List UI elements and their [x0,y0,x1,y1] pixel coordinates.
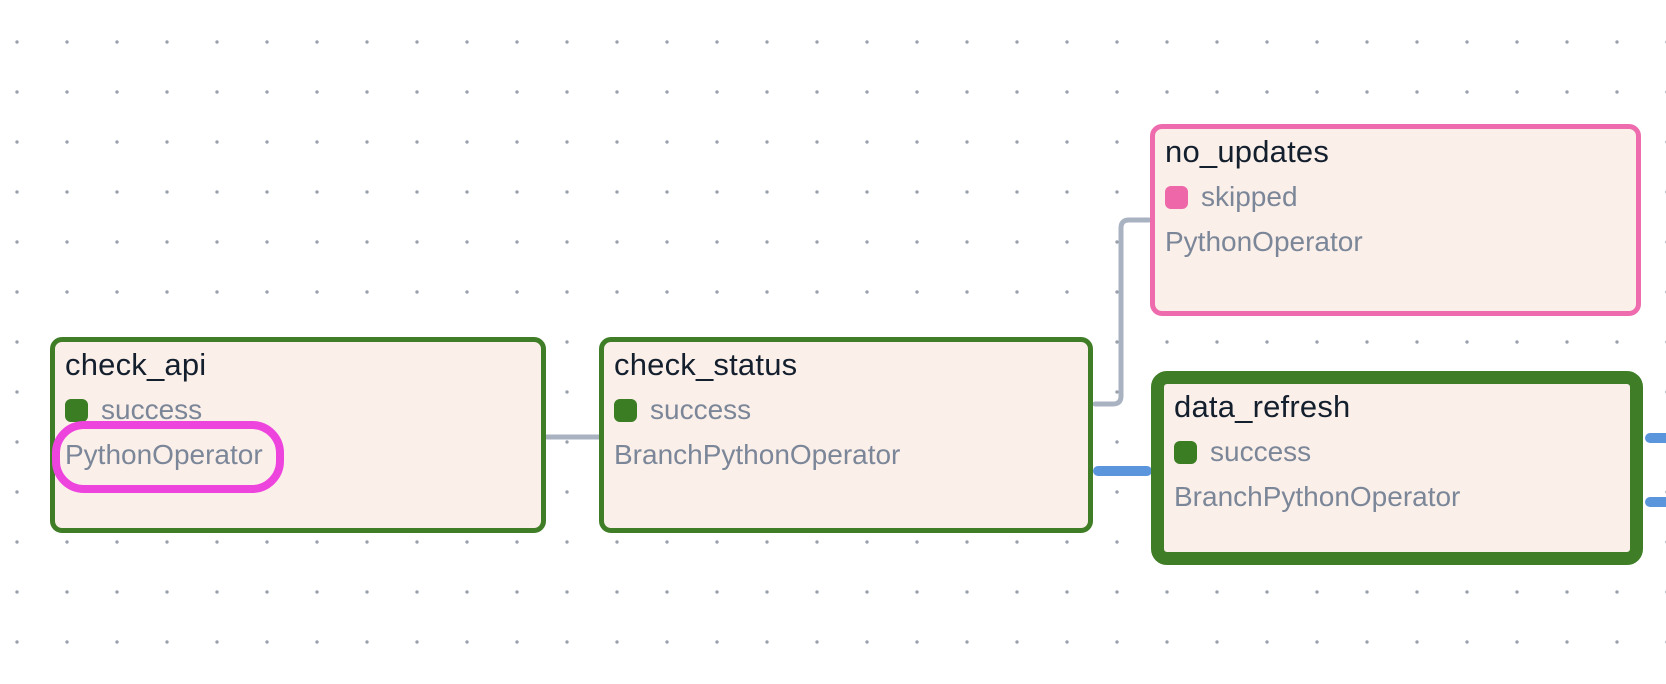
task-operator-label: BranchPythonOperator [1174,481,1461,512]
task-node-no-updates[interactable]: no_updates skipped PythonOperator [1150,124,1641,316]
task-state-label: success [1210,436,1312,467]
status-success-icon [614,398,637,422]
edge-check-status-to-no-updates [1092,217,1152,407]
task-state-row: skipped [1165,181,1636,212]
task-title: no_updates [1165,134,1330,169]
task-state-row: success [614,394,1088,425]
task-state-row: success [1174,436,1630,467]
task-node-data-refresh[interactable]: data_refresh success BranchPythonOperato… [1151,371,1643,565]
status-success-icon [1174,440,1197,464]
task-node-check-status[interactable]: check_status success BranchPythonOperato… [599,337,1093,533]
status-skipped-icon [1165,185,1188,209]
task-state-label: success [650,394,752,425]
task-title: check_status [614,347,798,382]
task-operator-label: PythonOperator [65,439,263,470]
task-operator-label: PythonOperator [1165,226,1363,257]
task-state-label: success [101,394,203,425]
task-state-row: success [65,394,541,425]
task-title: data_refresh [1174,389,1351,424]
task-node-check-api[interactable]: check_api success PythonOperator [50,337,546,533]
task-state-label: skipped [1201,181,1298,212]
status-success-icon [65,398,88,422]
task-title: check_api [65,347,207,382]
task-operator-label: BranchPythonOperator [614,439,901,470]
